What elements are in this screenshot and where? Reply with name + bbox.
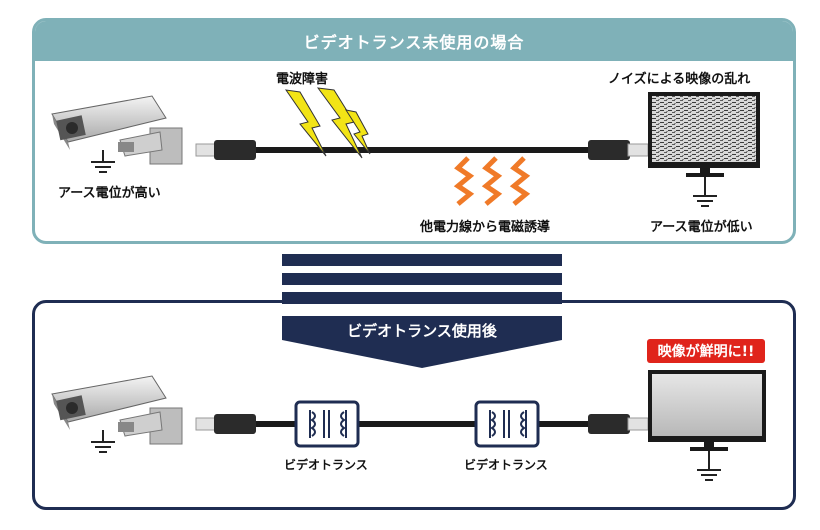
monitor-ground-label: アース電位が低い <box>650 220 753 235</box>
induction-label: 他電力線から電磁誘導 <box>420 220 551 235</box>
transformer-label: ビデオトランス <box>284 458 368 472</box>
ground-symbol-icon <box>697 451 721 481</box>
clear-image-badge: 映像が鮮明に!! <box>647 339 765 363</box>
interference-label: 電波障害 <box>276 72 329 87</box>
noisy-monitor-icon <box>648 92 760 177</box>
ground-symbol-icon <box>693 177 717 207</box>
ground-symbol-icon <box>91 150 115 173</box>
after-panel-title: ビデオトランス使用後 <box>347 321 497 340</box>
transition-arrow <box>282 254 562 368</box>
lightning-bolt-icon <box>284 87 371 159</box>
noise-label: ノイズによる映像の乱れ <box>608 72 751 87</box>
clear-monitor-icon <box>648 370 766 451</box>
video-transformer-icon <box>474 400 540 448</box>
transformer-label: ビデオトランス <box>464 458 548 472</box>
video-transformer-icon <box>294 400 360 448</box>
coax-cable-top <box>195 140 649 160</box>
induction-wave-icon <box>453 156 531 206</box>
camera-ground-label: アース電位が高い <box>58 186 161 201</box>
security-camera-icon <box>51 95 183 165</box>
security-camera-icon <box>51 375 183 445</box>
ground-symbol-icon <box>91 430 115 453</box>
before-panel-title: ビデオトランス未使用の場合 <box>35 21 793 61</box>
coax-cable-bottom <box>195 414 649 434</box>
